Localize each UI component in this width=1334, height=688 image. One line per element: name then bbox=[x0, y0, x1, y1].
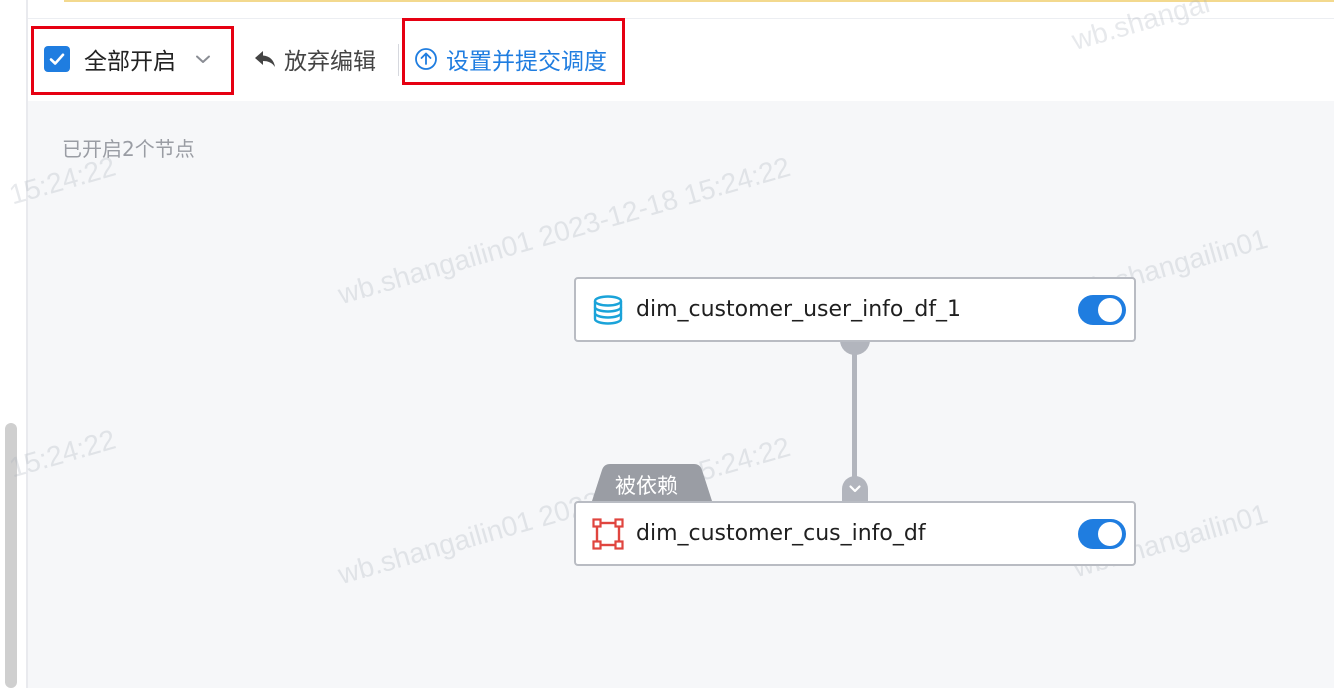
discard-edit-label: 放弃编辑 bbox=[284, 49, 376, 75]
left-scrollbar[interactable] bbox=[5, 423, 17, 688]
switch-knob bbox=[1098, 298, 1122, 322]
chevron-down-icon bbox=[849, 485, 861, 493]
edge-input-port bbox=[842, 476, 868, 502]
chevron-down-icon[interactable] bbox=[194, 49, 214, 69]
database-icon bbox=[593, 295, 623, 325]
toolbar-divider bbox=[398, 44, 399, 76]
edge-output-port bbox=[840, 340, 870, 355]
discard-edit-button[interactable]: 放弃编辑 bbox=[252, 44, 376, 75]
dependency-edge bbox=[852, 346, 857, 482]
submit-schedule-button[interactable]: 设置并提交调度 bbox=[414, 44, 607, 75]
checkbox-checked-icon[interactable] bbox=[44, 46, 70, 72]
dag-node[interactable]: dim_customer_user_info_df_1 bbox=[574, 277, 1136, 342]
depended-on-tag: 被依赖 bbox=[592, 464, 712, 501]
annotation-highlight-box bbox=[402, 18, 625, 85]
toolbar bbox=[28, 18, 1334, 102]
annotation-highlight-box bbox=[31, 26, 234, 95]
dag-canvas bbox=[28, 101, 1334, 688]
node-enable-switch[interactable] bbox=[1078, 519, 1126, 549]
tag-shape bbox=[592, 464, 712, 501]
dag-node[interactable]: dim_customer_cus_info_df bbox=[574, 501, 1136, 566]
enabled-nodes-count: 已开启2个节点 bbox=[62, 137, 195, 161]
enable-all-label: 全部开启 bbox=[84, 49, 176, 75]
node-name: dim_customer_cus_info_df bbox=[636, 521, 926, 546]
enable-all-toggle[interactable]: 全部开启 bbox=[44, 44, 214, 75]
node-frame-icon bbox=[592, 518, 624, 550]
switch-knob bbox=[1098, 522, 1122, 546]
depended-on-tag-label: 被依赖 bbox=[615, 474, 678, 498]
undo-arrow-icon bbox=[255, 51, 275, 67]
node-name: dim_customer_user_info_df_1 bbox=[636, 297, 962, 322]
node-enable-switch[interactable] bbox=[1078, 295, 1126, 325]
upload-circle-icon bbox=[415, 48, 437, 70]
submit-schedule-label: 设置并提交调度 bbox=[446, 49, 607, 75]
top-notice-strip bbox=[64, 0, 1334, 2]
